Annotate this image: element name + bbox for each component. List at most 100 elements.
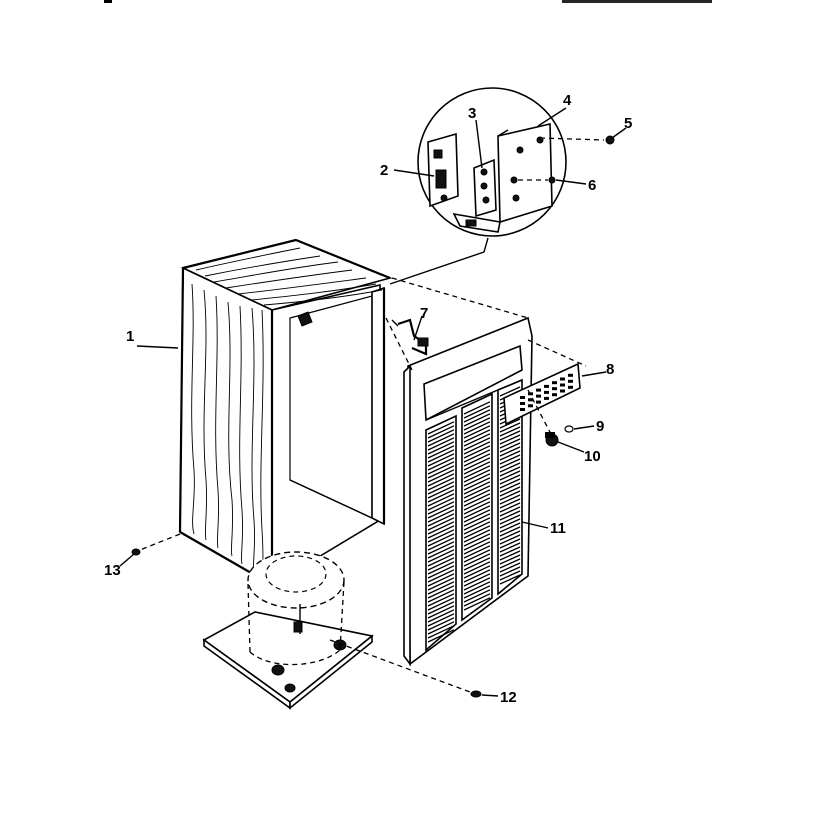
- louver-slat: [427, 533, 455, 547]
- louver-slat: [427, 553, 455, 567]
- louver-slat: [499, 454, 521, 465]
- louver-slat: [499, 474, 521, 485]
- louver-slat: [499, 506, 521, 517]
- louver-slat: [463, 593, 491, 607]
- louver-slat: [427, 437, 455, 451]
- louver-slat: [463, 569, 491, 583]
- louver-slat: [463, 589, 491, 603]
- louver-slat: [499, 438, 521, 449]
- louver-slat: [427, 613, 455, 627]
- louver-slat: [463, 553, 491, 567]
- louver-slat: [463, 437, 491, 451]
- louver-slat: [499, 486, 521, 497]
- louver-slat: [427, 605, 455, 619]
- callout-4: 4: [563, 92, 572, 109]
- screw-part-12: [470, 690, 482, 698]
- louver-slat: [463, 457, 491, 471]
- louver-slat: [499, 418, 521, 429]
- louver-slat: [463, 421, 491, 435]
- panel-vent: [544, 390, 549, 394]
- louver-slat: [463, 425, 491, 439]
- panel-vent: [536, 400, 541, 404]
- louver-slat: [463, 581, 491, 595]
- louver-slat: [463, 585, 491, 599]
- louver-slat: [499, 478, 521, 489]
- callout-10: 10: [584, 448, 601, 465]
- callout-5: 5: [624, 115, 632, 132]
- louver-slat: [499, 542, 521, 553]
- callout-9: 9: [596, 418, 604, 435]
- louver-slat: [499, 386, 521, 397]
- louver-slat: [427, 477, 455, 491]
- louver-slat: [499, 490, 521, 501]
- leader-lines: [119, 107, 627, 697]
- louver-slat: [427, 537, 455, 551]
- louver-slat: [463, 557, 491, 571]
- callout-13: 13: [104, 562, 121, 579]
- louver-slat: [463, 485, 491, 499]
- louver-slat: [427, 525, 455, 539]
- louver-slat: [499, 570, 521, 581]
- panel-vent: [528, 398, 533, 402]
- louver-slat: [499, 562, 521, 573]
- louver-slat: [427, 573, 455, 587]
- louver-slat: [463, 597, 491, 611]
- louver-slat: [463, 513, 491, 527]
- louver-slat: [463, 521, 491, 535]
- louver-slat: [499, 534, 521, 545]
- detail-inset: [417, 87, 615, 237]
- control-panel-part-8: [503, 362, 581, 426]
- louver-slat: [427, 609, 455, 623]
- louver-slat: [499, 434, 521, 445]
- louver-slat: [427, 469, 455, 483]
- panel-vent: [536, 394, 541, 398]
- louver-slat: [427, 481, 455, 495]
- louver-slat: [427, 485, 455, 499]
- louver-slat: [499, 430, 521, 441]
- louver-slat: [499, 470, 521, 481]
- louver-slat: [463, 465, 491, 479]
- louver-slat: [463, 413, 491, 427]
- panel-vent: [520, 408, 525, 411]
- panel-vent: [544, 396, 549, 400]
- louver-slat: [499, 514, 521, 525]
- louver-slat: [427, 529, 455, 543]
- louver-slat: [463, 533, 491, 547]
- control-knob-part-10: [545, 432, 559, 447]
- louver-slat: [427, 569, 455, 583]
- louver-slat: [499, 526, 521, 537]
- louver-slat: [463, 525, 491, 539]
- louver-slat: [427, 629, 455, 643]
- callout-3: 3: [468, 105, 476, 122]
- louver-slat: [463, 509, 491, 523]
- louver-slat: [463, 441, 491, 455]
- louver-slat: [427, 457, 455, 471]
- louver-slat: [427, 585, 455, 599]
- screw-part-13: [131, 548, 141, 556]
- header-scrap: [104, 0, 712, 3]
- louver-slat: [427, 433, 455, 447]
- callout-labels: 1 2 3 4 5 6 7 8 9 10 11 12 13: [104, 92, 632, 706]
- louver-slat: [499, 574, 521, 585]
- louver-slat: [463, 529, 491, 543]
- callout-6: 6: [588, 177, 596, 194]
- louver-slat: [463, 517, 491, 531]
- base-pan-assembly: [202, 611, 374, 710]
- callout-11: 11: [550, 520, 566, 537]
- louver-slat: [463, 473, 491, 487]
- louver-slat: [427, 461, 455, 475]
- louver-slat: [427, 521, 455, 535]
- panel-vent: [568, 373, 573, 377]
- louver-slat: [427, 421, 455, 435]
- louver-slat: [499, 530, 521, 541]
- louver-slat: [463, 449, 491, 463]
- front-grille-part-11: [403, 316, 533, 667]
- louver-slat: [463, 541, 491, 555]
- louver-slat: [427, 441, 455, 455]
- louver-slat: [499, 554, 521, 565]
- louver-slat: [499, 518, 521, 529]
- louver-slat: [499, 538, 521, 549]
- louver-slat: [427, 465, 455, 479]
- callout-8: 8: [606, 361, 614, 378]
